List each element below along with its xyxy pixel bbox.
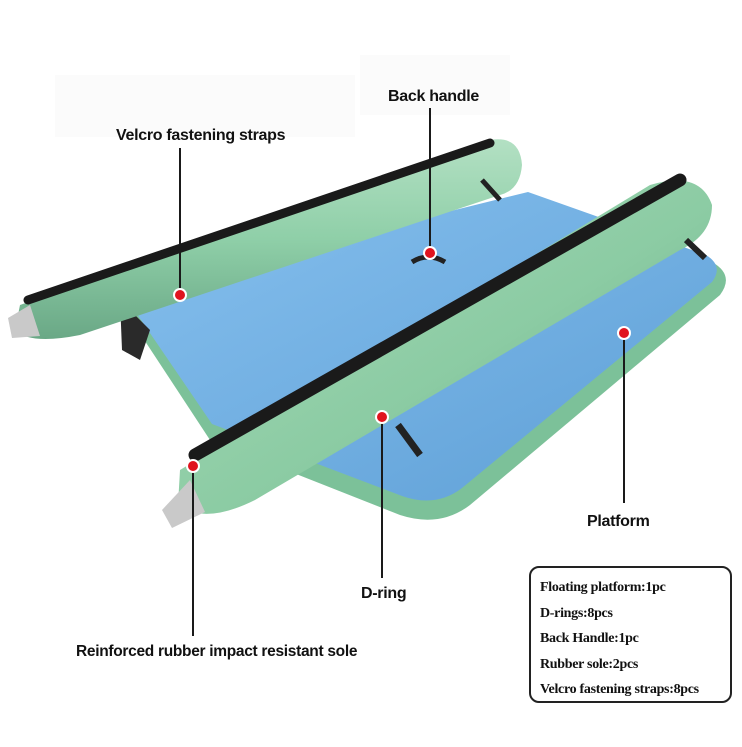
- d-ring-label: D-ring: [361, 585, 407, 602]
- back-tube-sole: [8, 305, 40, 338]
- front-tube: [178, 180, 712, 514]
- package-contents-box: Floating platform:1pc D-rings:8pcs Back …: [529, 566, 732, 703]
- marker-dots: [173, 246, 631, 473]
- list-item: D-rings:8pcs: [540, 605, 613, 621]
- d-ring-strap: [480, 178, 502, 202]
- front-tube-sole: [162, 480, 205, 528]
- list-item: Floating platform:1pc: [540, 580, 666, 595]
- platform-label: Platform: [587, 513, 650, 530]
- front-tube-seam: [188, 173, 687, 462]
- sole-label: Reinforced rubber impact resistant sole: [76, 643, 358, 660]
- d-ring-strap: [395, 422, 423, 458]
- label-backdrop: [55, 75, 355, 137]
- list-item: Rubber sole:2pcs: [540, 656, 639, 672]
- label-backdrop: [360, 55, 510, 115]
- back-tube: [15, 139, 522, 339]
- d-ring-strap: [683, 237, 708, 261]
- velcro-straps-label: Velcro fastening straps: [116, 127, 286, 144]
- back-handle-label: Back handle: [388, 88, 479, 105]
- pointer-lines: [179, 108, 625, 636]
- list-item: Velcro fastening straps:8pcs: [540, 682, 699, 697]
- list-item: Back Handle:1pc: [540, 631, 639, 646]
- back-tube-seam: [23, 138, 495, 305]
